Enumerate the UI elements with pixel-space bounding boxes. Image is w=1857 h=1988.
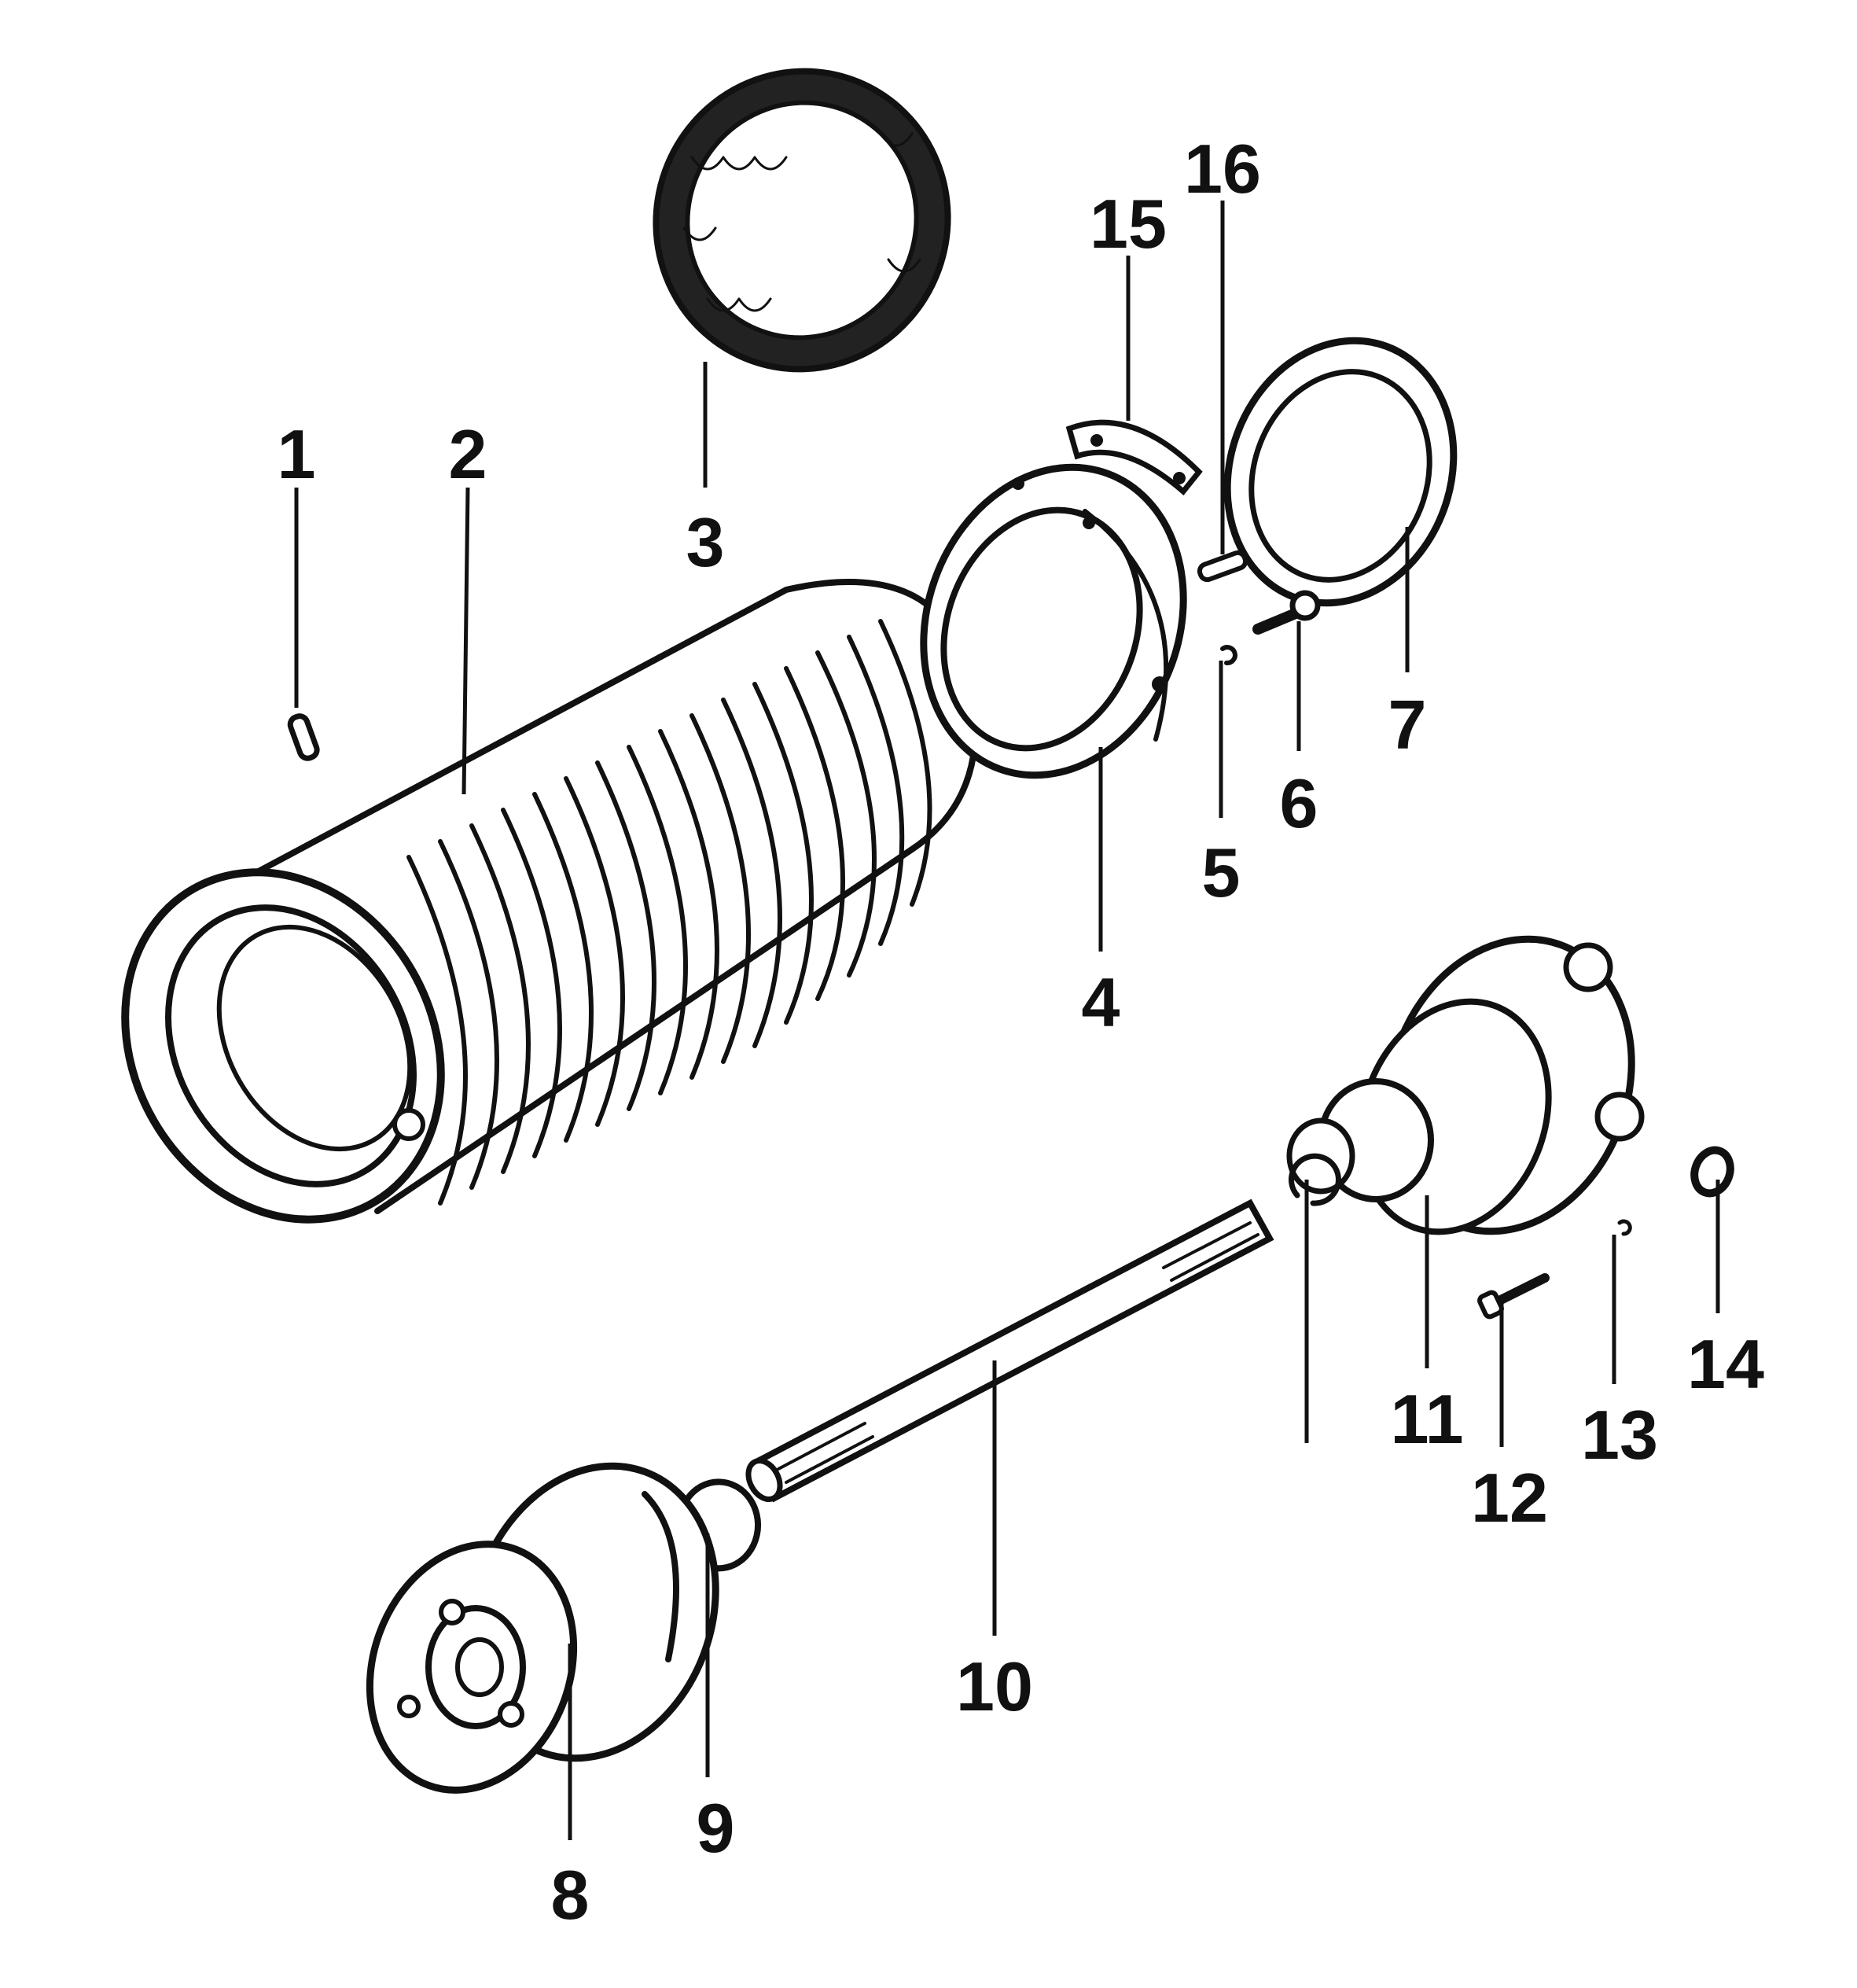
part-1-pin — [287, 713, 320, 761]
part-5-clip — [1220, 645, 1237, 666]
leader-lines — [294, 201, 1720, 1840]
leader-2 — [461, 487, 470, 795]
callout-4: 4 — [1082, 963, 1120, 1041]
callout-12: 12 — [1471, 1459, 1548, 1537]
callout-7: 7 — [1388, 686, 1427, 764]
part-6-bolt — [1252, 590, 1321, 635]
part-11-hub — [1286, 935, 1645, 1235]
callout-15: 15 — [1090, 185, 1167, 263]
callout-11: 11 — [1390, 1380, 1463, 1458]
callout-5: 5 — [1202, 834, 1241, 911]
callout-6: 6 — [1280, 764, 1318, 842]
part-16-pin — [1197, 550, 1248, 583]
part-14-nut — [1690, 1146, 1734, 1198]
part-8-carrier — [366, 1462, 719, 1794]
callout-14: 14 — [1687, 1325, 1764, 1403]
part-4-ring — [920, 463, 1187, 779]
callout-16: 16 — [1184, 130, 1261, 208]
part-2-finned-drum — [121, 579, 979, 1224]
part-13-clip — [1617, 1219, 1632, 1236]
callout-1: 1 — [278, 415, 316, 493]
callout-2: 2 — [449, 415, 487, 493]
callout-8: 8 — [551, 1856, 590, 1934]
callout-9: 9 — [697, 1789, 735, 1867]
callout-10: 10 — [956, 1647, 1033, 1725]
part-7-bearing — [1223, 337, 1458, 607]
part-12-bolt — [1477, 1273, 1550, 1320]
callout-3: 3 — [686, 503, 725, 581]
part-15-segment — [1065, 419, 1203, 496]
part-3-mesh-band — [653, 68, 951, 373]
callout-labels: 1 2 3 4 5 6 7 8 9 10 11 12 13 14 15 16 — [278, 130, 1764, 1934]
part-10-shaft — [745, 1198, 1274, 1503]
callout-13: 13 — [1581, 1396, 1658, 1474]
